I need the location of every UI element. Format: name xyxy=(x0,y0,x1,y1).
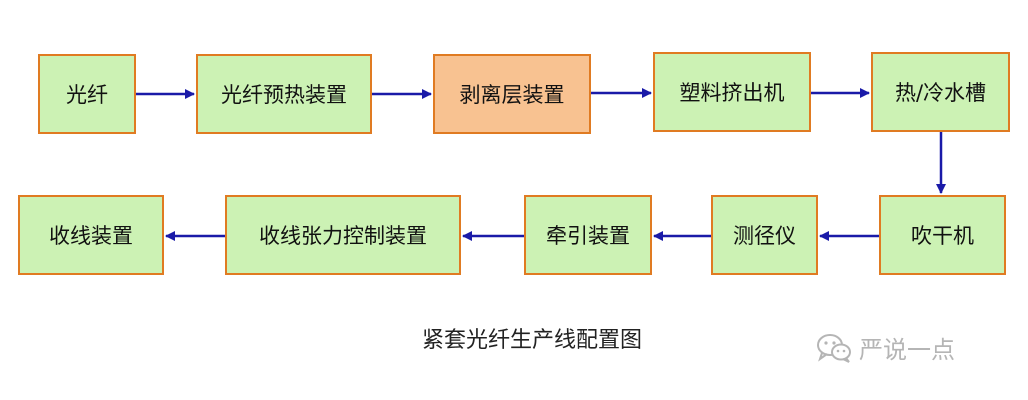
node-take-up-tension-control: 收线张力控制装置 xyxy=(225,195,461,275)
node-label: 牵引装置 xyxy=(546,224,630,248)
node-label: 光纤 xyxy=(66,83,108,107)
wechat-icon xyxy=(817,333,851,363)
node-blow-dryer: 吹干机 xyxy=(879,195,1006,275)
watermark-text: 严说一点 xyxy=(859,336,955,364)
node-label: 测径仪 xyxy=(733,224,796,248)
node-optical-fiber: 光纤 xyxy=(38,54,136,134)
node-label: 热/冷水槽 xyxy=(894,81,987,105)
node-diameter-gauge: 测径仪 xyxy=(711,195,818,275)
node-water-tank: 热/冷水槽 xyxy=(871,52,1010,132)
node-fiber-preheater: 光纤预热装置 xyxy=(196,54,372,134)
watermark: 严说一点 xyxy=(815,330,955,365)
node-label: 吹干机 xyxy=(911,224,974,248)
node-capstan: 牵引装置 xyxy=(524,195,652,275)
node-label: 收线张力控制装置 xyxy=(259,224,427,248)
diagram-caption: 紧套光纤生产线配置图 xyxy=(422,328,643,353)
node-stripping-device: 剥离层装置 xyxy=(433,54,591,134)
node-take-up-device: 收线装置 xyxy=(18,195,164,275)
node-label: 剥离层装置 xyxy=(459,83,565,107)
node-label: 塑料挤出机 xyxy=(679,81,785,105)
node-label: 收线装置 xyxy=(49,224,133,248)
node-label: 光纤预热装置 xyxy=(221,83,347,107)
node-plastic-extruder: 塑料挤出机 xyxy=(653,52,811,132)
